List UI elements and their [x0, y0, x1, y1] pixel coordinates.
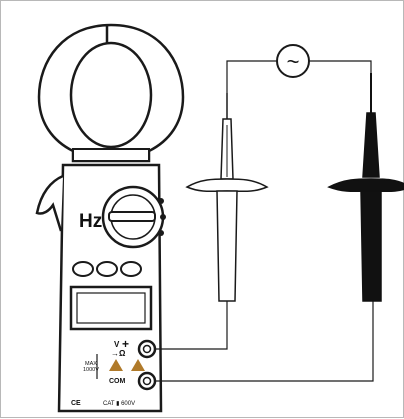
circuit-wire-left [226, 60, 277, 93]
function-buttons [72, 261, 142, 277]
warning-triangle-icon [109, 359, 123, 371]
max-rating-line1: MAX [85, 361, 97, 367]
warning-triangle-icon [131, 359, 145, 371]
rotary-dial [101, 185, 166, 249]
black-lead-wire [155, 301, 374, 382]
function-button-1 [72, 261, 94, 277]
red-test-probe [185, 93, 269, 302]
jaw-trigger [35, 174, 64, 232]
ce-mark: CE [71, 400, 81, 407]
terminal-panel: V + →Ω MAX 1000V COM CE CAT ▮ 600V [71, 337, 157, 407]
clamp-jaw [37, 23, 185, 163]
dial-pointer [108, 211, 156, 222]
wiring [155, 60, 374, 382]
black-test-probe [327, 73, 404, 302]
red-lead-wire [155, 301, 228, 350]
dial-label-hz: Hz [79, 211, 102, 232]
terminal-bottom-label: COM [109, 378, 126, 385]
terminal-top-plus: + [122, 337, 129, 351]
max-rating-line2: 1000V [83, 367, 99, 373]
function-button-2 [96, 261, 118, 277]
circuit-wire-right [309, 60, 372, 73]
lcd-display [69, 285, 153, 331]
ac-source-symbol: ~ [287, 49, 300, 74]
cat-rating: CAT ▮ 600V [103, 401, 135, 407]
function-button-3 [120, 261, 142, 277]
terminal-top-label: V [114, 340, 120, 349]
ac-source [276, 44, 310, 78]
terminal-top-sublabel: →Ω [111, 349, 126, 358]
